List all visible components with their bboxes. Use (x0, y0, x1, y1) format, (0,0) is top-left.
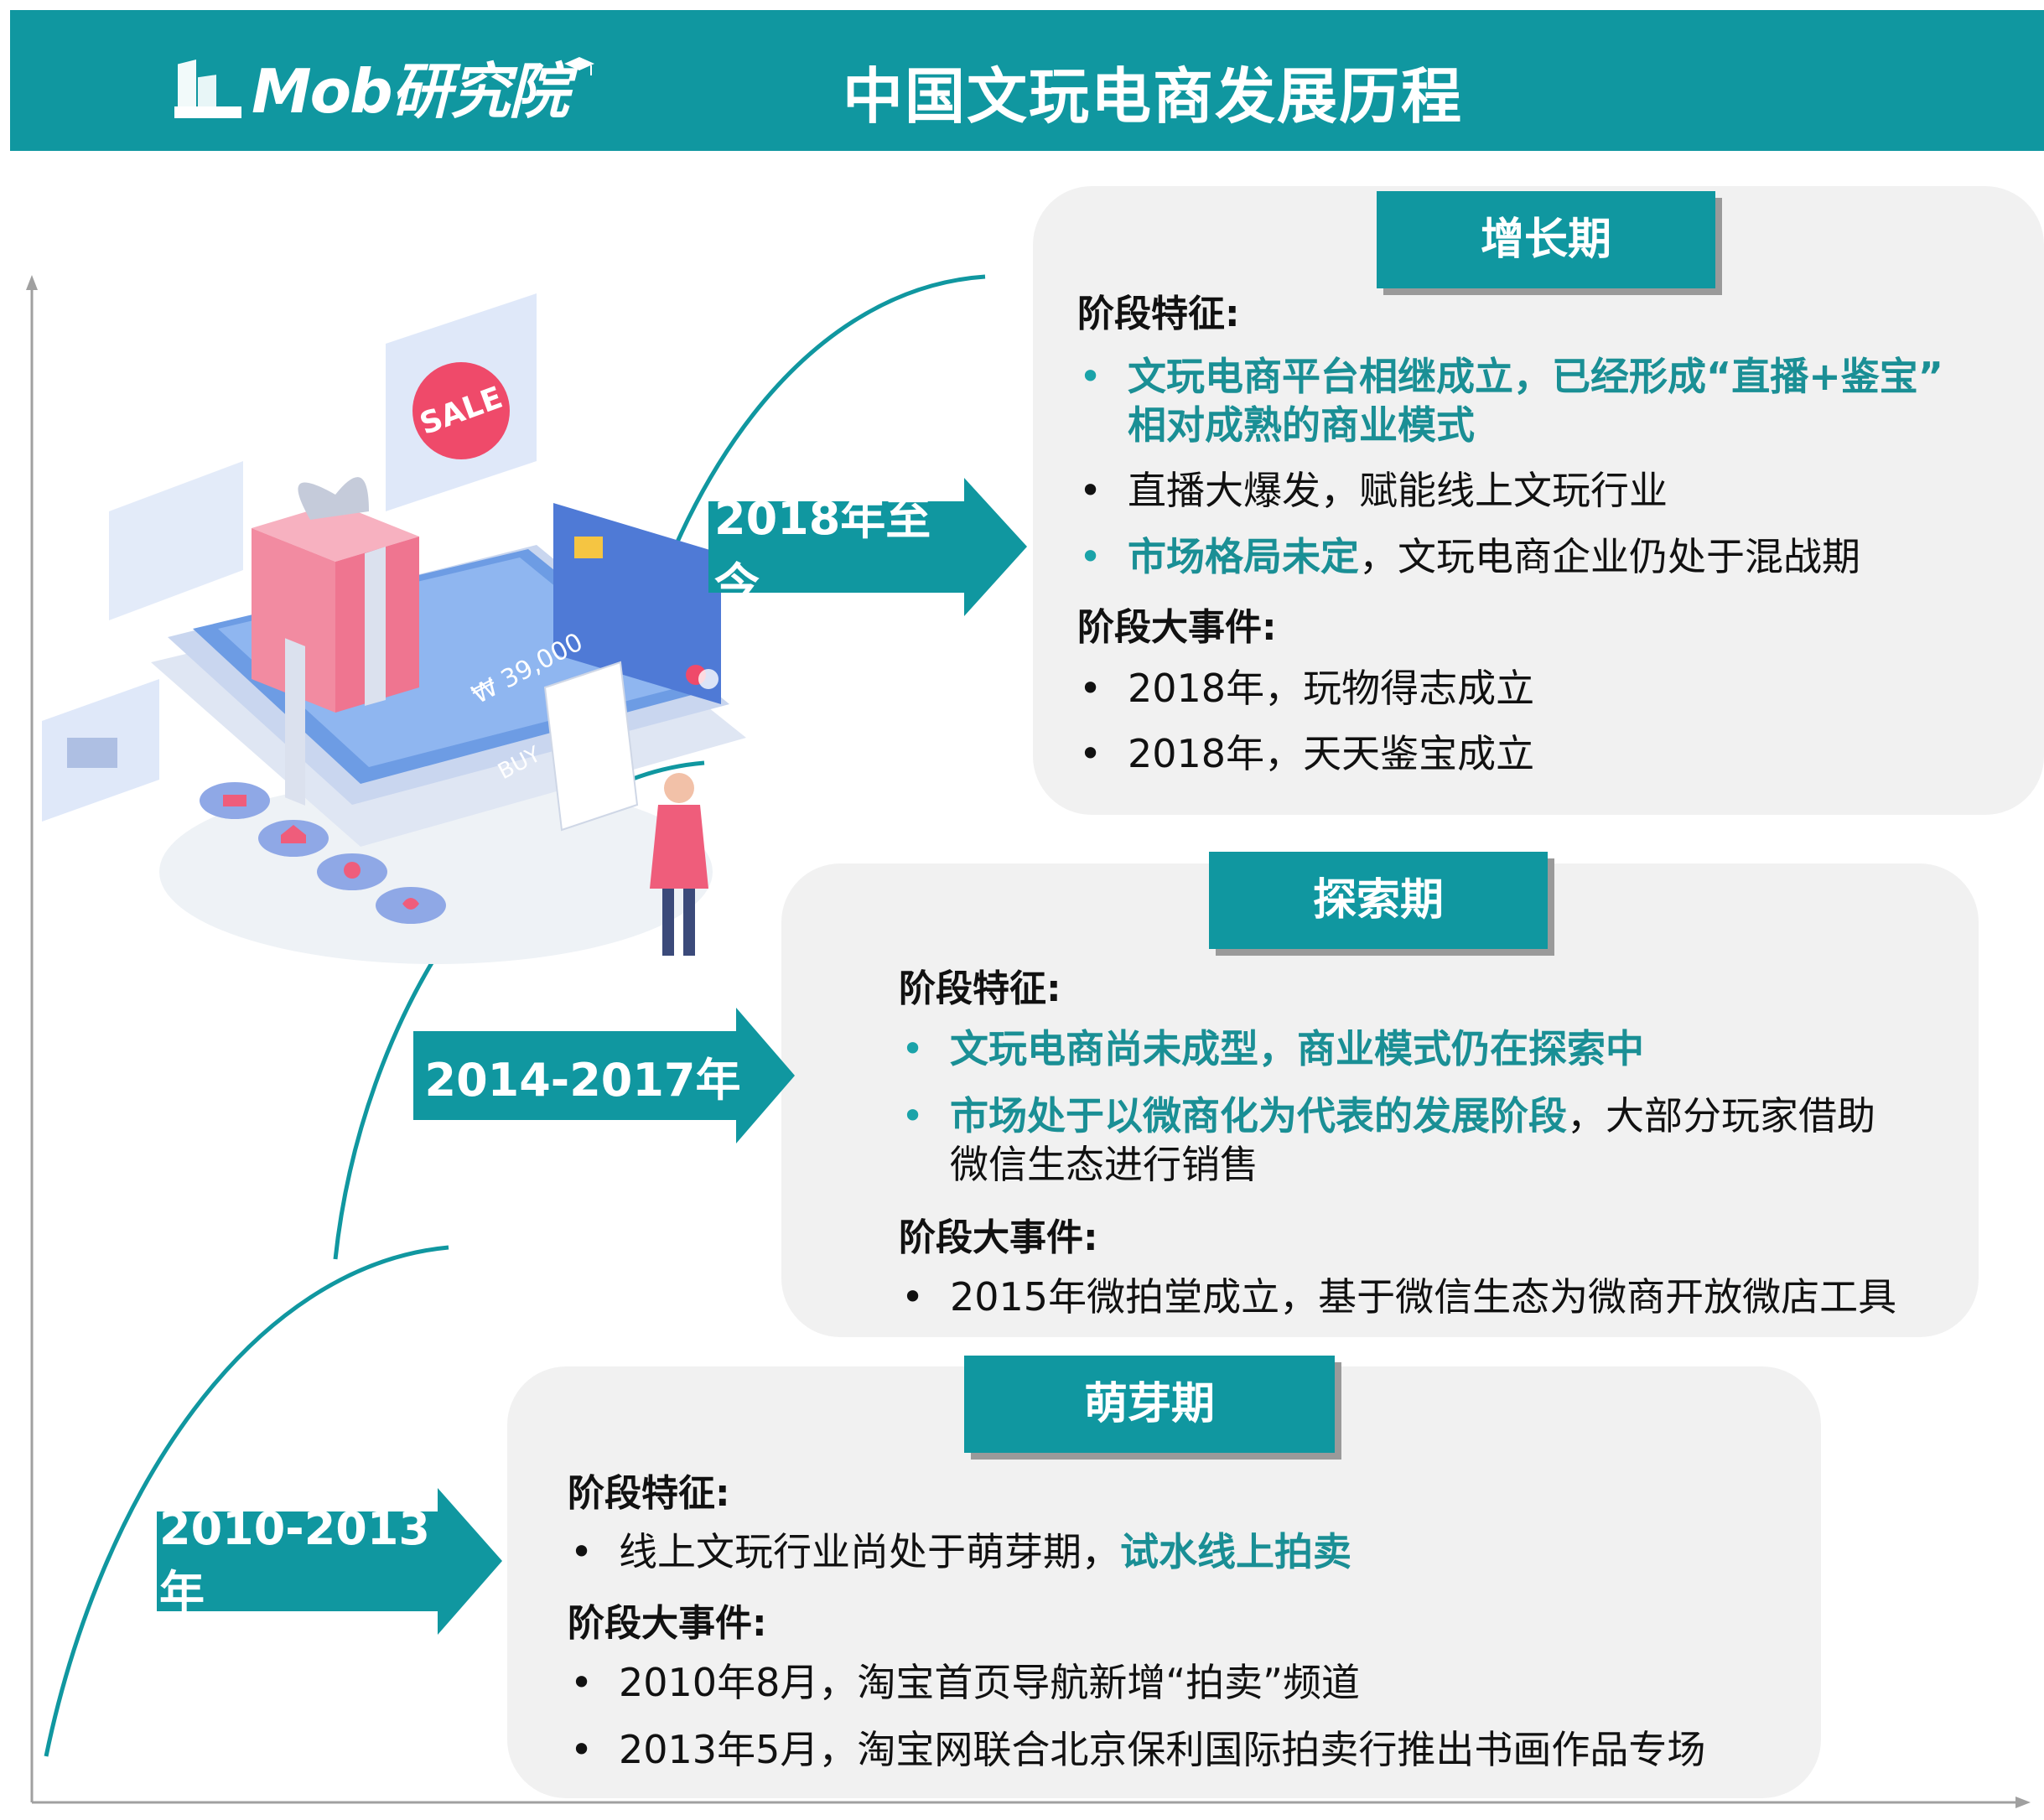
features-label-sprout: 阶段特征: (568, 1472, 730, 1515)
mob-logo: Mob研究院 (169, 44, 596, 127)
bullet-dot: • (570, 1660, 594, 1705)
features-label-explore: 阶段特征: (899, 967, 1061, 1010)
logo-mark-icon (174, 60, 241, 118)
bullet-dot: • (1079, 666, 1102, 711)
events-label-sprout: 阶段大事件: (568, 1602, 767, 1645)
stage-tab-explore: 探索期 (1209, 852, 1548, 949)
features-label-growth: 阶段特征: (1077, 293, 1240, 335)
header-bar: Mob研究院 中国文玩电商发展历程 (10, 10, 2044, 151)
phone-app-buttons (200, 782, 446, 924)
bullet-dot: • (1079, 468, 1102, 513)
events-label-explore: 阶段大事件: (899, 1216, 1098, 1259)
bullet-dot: • (1079, 534, 1102, 579)
event-explore-1: • 2015年微拍堂成立，基于微信生态为微商开放微店工具 (901, 1274, 1897, 1320)
event-growth-2: • 2018年，天天鉴宝成立 (1079, 731, 1535, 776)
bullet-dot: • (901, 1093, 925, 1138)
period-label-explore: 2014-2017年 (424, 1053, 741, 1107)
bullet-dot: • (901, 1026, 925, 1071)
x-axis-arrow (2015, 1797, 2031, 1808)
feature-growth-3: • 市场格局未定，文玩电商企业仍处于混战期 (1079, 534, 1860, 579)
credit-card-icon (553, 503, 721, 704)
page-title: 中国文玩电商发展历程 (842, 61, 1463, 132)
sale-tag-card: SALE (386, 293, 537, 511)
bullet-dot: • (1079, 354, 1102, 399)
gift-box-icon (252, 477, 419, 806)
truck-card (42, 679, 159, 822)
stage-tab-growth: 增长期 (1377, 191, 1715, 288)
event-sprout-2: • 2013年5月，淘宝网联合北京保利国际拍卖行推出书画作品专场 (570, 1727, 1706, 1772)
bullet-dot: • (570, 1529, 594, 1574)
period-arrow-sprout (157, 1488, 502, 1635)
period-label-growth: 2018年至今 (714, 492, 931, 611)
event-growth-1: • 2018年，玩物得志成立 (1079, 666, 1535, 711)
period-arrow-growth (708, 478, 1027, 616)
bullet-dot: • (1079, 731, 1102, 776)
period-label-sprout: 2010-2013年 (159, 1501, 430, 1619)
events-label-growth: 阶段大事件: (1077, 606, 1277, 649)
bullet-dot: • (901, 1274, 925, 1320)
bullet-dot: • (570, 1727, 594, 1772)
feature-growth-2: • 直播大爆发，赋能线上文玩行业 (1079, 468, 1668, 513)
feature-sprout-1: • 线上文玩行业尚处于萌芽期，试水线上拍卖 (570, 1529, 1351, 1574)
stage-tab-sprout: 萌芽期 (964, 1356, 1335, 1453)
event-sprout-1: • 2010年8月，淘宝首页导航新增“拍卖”频道 (570, 1660, 1360, 1705)
feature-growth-1: • 文玩电商平台相继成立，已经形成“直播+鉴宝” 相对成熟的商业模式 (1079, 354, 1944, 448)
period-arrow-explore (413, 1008, 795, 1143)
ecommerce-illustration: SALE ₩ 39,000 BUY (42, 293, 746, 964)
person-figure (650, 773, 708, 956)
graduation-cap-icon (563, 57, 594, 75)
stage-panel-growth (1033, 186, 2044, 815)
feature-explore-2: • 市场处于以微商化为代表的发展阶段，大部分玩家借助 微信生态进行销售 (901, 1093, 1875, 1187)
logo-text: Mob研究院 (252, 55, 569, 127)
feature-explore-1: • 文玩电商尚未成型，商业模式仍在探索中 (901, 1026, 1644, 1071)
